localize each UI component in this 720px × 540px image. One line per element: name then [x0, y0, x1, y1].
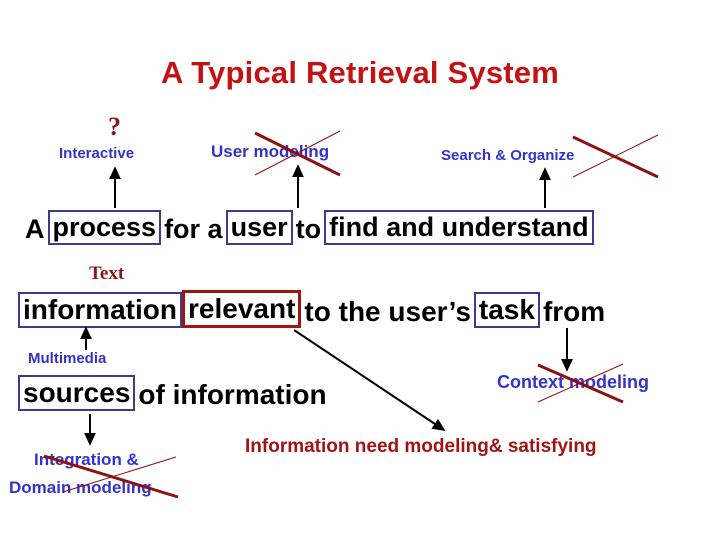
boxed-word-process: process: [47, 210, 162, 245]
word-for-a: for a: [164, 214, 223, 244]
strike-search-organize-cross: [572, 134, 659, 179]
annotation-domain-modeling-line2: Domain modeling: [9, 478, 152, 497]
annotation-interactive: Interactive: [59, 145, 135, 162]
word-a: A: [25, 214, 45, 244]
annotation-user-modeling: User modeling: [211, 142, 330, 161]
boxed-word-task: task: [473, 292, 540, 328]
word-of-information: of information: [138, 379, 327, 410]
question-mark-annotation: ?: [108, 112, 121, 141]
annotation-integration-line1: Integration &: [34, 450, 139, 469]
sentence-line-1: A process for a user to find and underst…: [22, 210, 594, 245]
sentence-line-3: sources of information: [18, 375, 330, 411]
boxed-word-information: information: [18, 292, 182, 328]
page-title: A Typical Retrieval System: [160, 55, 560, 90]
annotation-context-modeling: Context modeling: [497, 372, 649, 392]
word-to-the-users: to the user’s: [304, 296, 471, 327]
boxed-word-find-and-understand: find and understand: [324, 210, 594, 245]
annotation-multimedia: Multimedia: [28, 350, 107, 367]
annotation-search-and-organize: Search & Organize: [441, 147, 575, 164]
sentence-line-2: information relevant to the user’s task …: [18, 290, 608, 328]
boxed-word-sources: sources: [18, 375, 136, 411]
boxed-word-relevant: relevant: [182, 290, 302, 328]
boxed-word-user: user: [225, 210, 293, 245]
word-to: to: [295, 214, 322, 244]
annotation-information-need: Information need modeling& satisfying: [245, 436, 597, 457]
word-from: from: [542, 296, 606, 327]
annotation-text: Text: [89, 263, 125, 284]
